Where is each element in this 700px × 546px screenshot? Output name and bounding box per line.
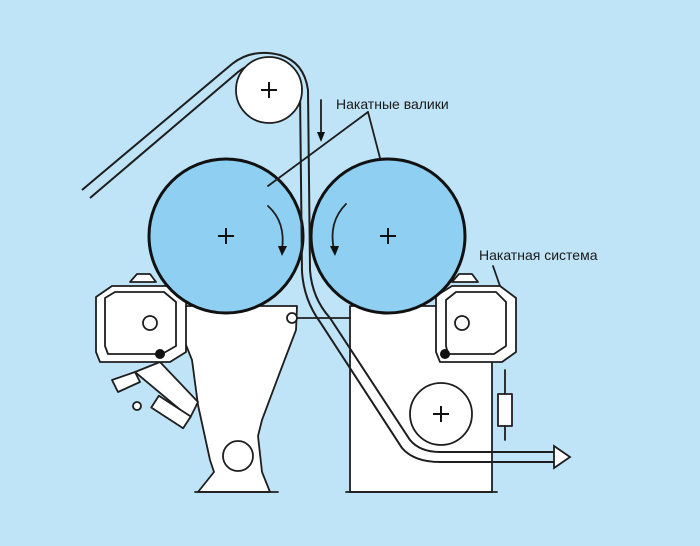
right-knurl-roller — [309, 157, 467, 315]
leader-lines — [267, 111, 501, 287]
label-knurl-rollers: Накатные валики — [336, 96, 449, 112]
left-roll-housing — [95, 273, 187, 363]
top-guide-roller — [235, 56, 303, 124]
right-actuator — [497, 369, 513, 441]
feed-direction-arrow — [317, 99, 325, 142]
bottom-guide-roller — [409, 382, 473, 446]
label-knurl-system: Накатная система — [479, 247, 598, 263]
left-knurl-roller — [147, 157, 305, 315]
left-actuator — [111, 361, 199, 430]
left-frame — [161, 305, 298, 493]
left-roller-rotation-arrow — [278, 246, 287, 256]
right-roller-rotation-arrow — [330, 246, 339, 256]
right-roll-housing — [435, 273, 517, 363]
web-exit-arrow — [553, 444, 572, 470]
